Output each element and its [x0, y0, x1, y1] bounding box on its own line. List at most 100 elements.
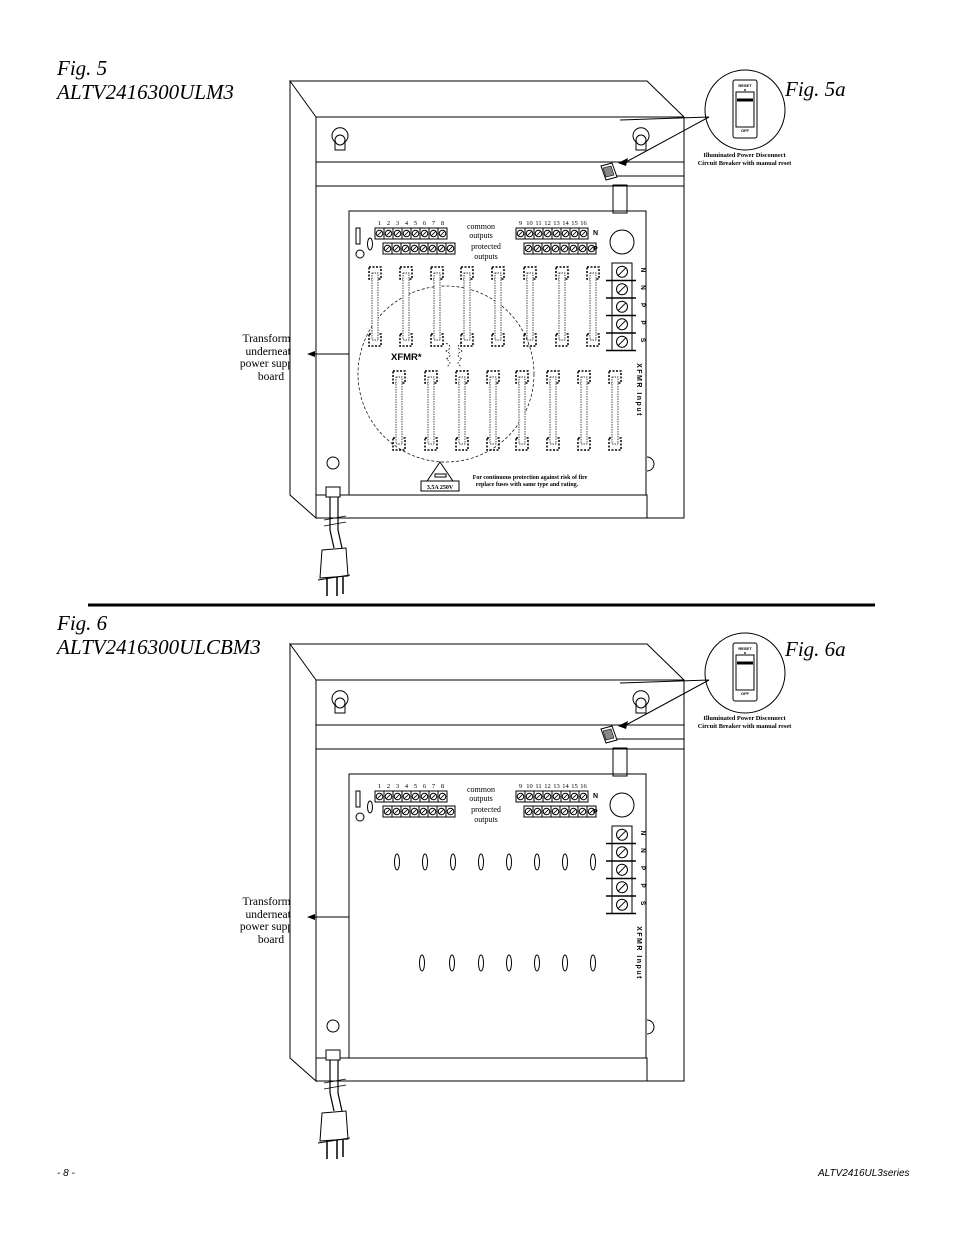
protected-right-terminal	[586, 242, 597, 255]
enclosure-left-side	[289, 642, 317, 1083]
fig6a-label: Fig. 6a	[785, 637, 846, 661]
protected-right-screw-slot-icon	[562, 809, 567, 814]
xfmr-screw-slot-icon	[617, 267, 627, 277]
common-right-screw-slot-icon	[536, 794, 541, 799]
breaker-detail-circle	[704, 632, 786, 714]
row-n-label: N	[593, 230, 598, 237]
protected-left-screw-icon	[437, 807, 446, 816]
power-plug-icon	[319, 547, 349, 579]
fuse-holder-bottom-icon	[424, 437, 438, 451]
common-right-screw-icon	[561, 229, 570, 238]
mount-hole-icon	[326, 1019, 340, 1033]
cord-strain-relief-icon	[325, 1049, 341, 1061]
breaker-reset-dot-icon	[744, 652, 746, 654]
protected-right-screw-icon	[524, 807, 533, 816]
board-led-icon	[355, 790, 361, 808]
xfmr-terminal-label: N	[639, 848, 646, 853]
fuse-slot-icon	[422, 853, 428, 871]
power-cord-icon	[329, 1053, 343, 1112]
fig5-breaker-caption-line1: Illuminated Power Disconnect	[703, 152, 786, 159]
fig6-breaker-caption-line2: Circuit Breaker with manual reset	[697, 723, 792, 730]
fuse-holder-bottom-icon	[491, 333, 505, 347]
common-left-terminal	[437, 790, 448, 803]
protected-left-screw-slot-icon	[421, 809, 426, 814]
common-right-screw-slot-icon	[563, 231, 568, 236]
common-left-screw-icon	[384, 229, 393, 238]
cord-break-icon	[323, 515, 347, 527]
transformer-outline-dashed	[357, 285, 535, 463]
xfmr-terminal-label: P	[639, 866, 646, 871]
protected-right-screw-slot-icon	[526, 246, 531, 251]
protected-right-screw-slot-icon	[589, 809, 594, 814]
plug-face-icon	[317, 1137, 351, 1144]
breaker-detail-circle	[704, 69, 786, 151]
fig5-callout-line2: underneath	[245, 345, 297, 358]
protected-right-screw-slot-icon	[526, 809, 531, 814]
common-right-number: 14	[562, 783, 569, 790]
fuse-slot-icon	[506, 954, 512, 972]
protected-right-screw-icon	[569, 244, 578, 253]
protected-right-terminal	[586, 805, 597, 818]
breaker-reset-label: RESET	[738, 83, 752, 88]
board-mount-hole-icon	[355, 249, 365, 259]
xfmr-screw-icon	[616, 283, 628, 296]
protected-right-screw-icon	[533, 807, 542, 816]
xfmr-screw-slot-icon	[617, 847, 627, 857]
protected-right-screw-icon	[542, 244, 551, 253]
common-left-screw-icon	[375, 229, 384, 238]
protected-right-screw-slot-icon	[571, 809, 576, 814]
common-right-screw-slot-icon	[581, 794, 586, 799]
cord-strain-relief-icon	[325, 486, 341, 498]
fig5-breaker-caption: Illuminated Power Disconnect Circuit Bre…	[672, 152, 817, 168]
keyhole-inner-icon	[635, 697, 647, 709]
breaker-arrow-icon	[618, 158, 628, 166]
protected-right-screw-slot-icon	[553, 246, 558, 251]
common-left-number: 2	[387, 220, 390, 227]
protected-left-screw-icon	[437, 244, 446, 253]
warning-line2: replace fuses with same type and rating.	[476, 482, 579, 488]
common-right-screw-icon	[561, 792, 570, 801]
fuse-body-icon	[580, 376, 588, 445]
transformer-arrow-icon	[307, 914, 315, 920]
breaker-callout-line	[625, 679, 710, 726]
fuse-rating-label: 3.5A 250V	[427, 485, 454, 491]
common-right-screw-icon	[516, 229, 525, 238]
common-right-number: 15	[571, 783, 578, 790]
common-left-number: 8	[441, 220, 444, 227]
common-left-screw-icon	[402, 229, 411, 238]
fuse-holder-bottom-icon	[523, 333, 537, 347]
fig5-callout-line3: power supply	[239, 358, 303, 370]
fig6-breaker-caption-line1: Illuminated Power Disconnect	[703, 715, 786, 722]
protected-left-screw-slot-icon	[385, 809, 390, 814]
breaker-off-label: OFF	[741, 691, 750, 696]
row-n-label: N	[593, 793, 598, 800]
fig5-callout-line1: Transformer	[242, 333, 300, 345]
xfmr-screw-icon	[616, 828, 628, 841]
breaker-detail-rocker	[735, 91, 755, 128]
xfmr-screw-icon	[616, 265, 628, 278]
xfmr-terminal-label: N	[639, 268, 646, 273]
common-right-screw-icon	[570, 229, 579, 238]
protected-left-screw-slot-icon	[439, 246, 444, 251]
common-right-screw-slot-icon	[563, 794, 568, 799]
fuse-holder-bottom-icon	[515, 437, 529, 451]
protected-right-screw-slot-icon	[571, 246, 576, 251]
common-right-number: 16	[580, 220, 587, 227]
breaker-reset-label: RESET	[738, 646, 752, 651]
common-right-screw-icon	[570, 792, 579, 801]
xfmr-screw-icon	[616, 300, 628, 313]
board-jumper-icon	[367, 800, 373, 814]
protected-right-screw-slot-icon	[580, 246, 585, 251]
protected-label-2: outputs	[474, 815, 498, 824]
fuse-body-icon	[489, 376, 497, 445]
breaker-detail-housing	[732, 79, 758, 139]
power-supply-board	[348, 210, 647, 496]
common-left-number: 4	[405, 783, 409, 790]
breaker-leader-line	[619, 116, 710, 121]
protected-label-2: outputs	[474, 252, 498, 261]
xfmr-screw-icon	[616, 846, 628, 859]
common-left-screw-icon	[429, 792, 438, 801]
common-right-number: 14	[562, 220, 569, 227]
breaker-detail-rocker	[735, 654, 755, 691]
